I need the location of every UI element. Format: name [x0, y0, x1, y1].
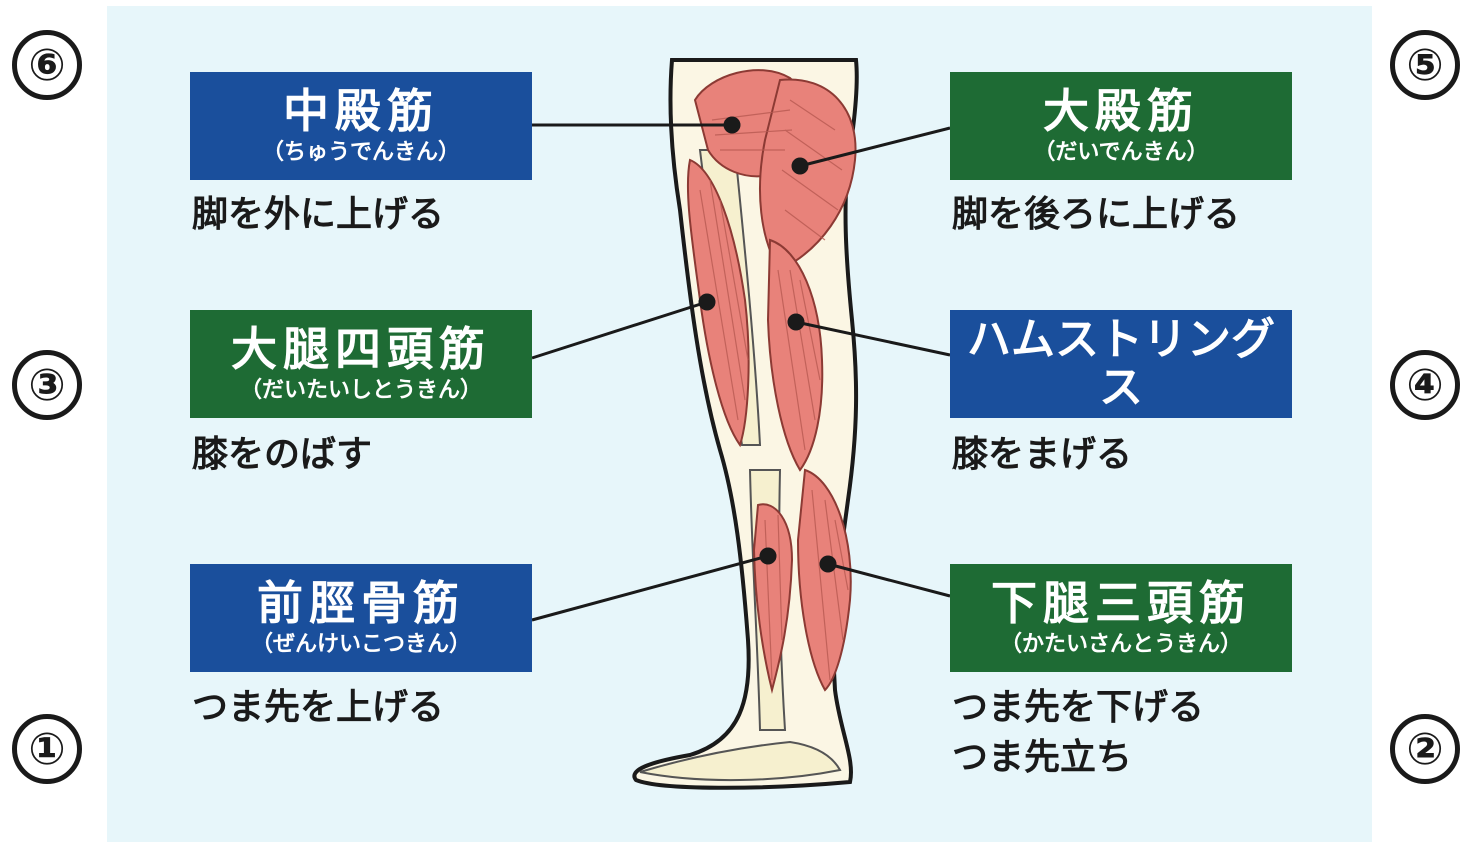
muscle-reading: （かたいさんとうきん） [1000, 632, 1242, 658]
number-5: ⑤ [1390, 30, 1460, 100]
leader-quadriceps [532, 302, 707, 358]
muscle-reading: （ちゅうでんきん） [262, 140, 460, 166]
muscle-name: 下腿三頭筋 [991, 578, 1251, 629]
number-4: ④ [1390, 350, 1460, 420]
function-quadriceps: 膝をのばす [192, 430, 372, 480]
label-gluteus-maximus: 大殿筋 （だいでんきん） [950, 72, 1292, 180]
muscle-name: 中殿筋 [283, 86, 439, 137]
function-tibialis-anterior: つま先を上げる [192, 683, 444, 733]
muscle-name: 大殿筋 [1043, 86, 1199, 137]
number-6: ⑥ [12, 30, 82, 100]
muscle-reading: （だいたいしとうきん） [240, 378, 482, 404]
label-calf: 下腿三頭筋 （かたいさんとうきん） [950, 564, 1292, 672]
label-hamstrings: ハムストリングス [950, 310, 1292, 418]
function-gluteus-medius: 脚を外に上げる [192, 190, 444, 240]
function-gluteus-maximus: 脚を後ろに上げる [952, 190, 1240, 240]
number-2: ② [1390, 714, 1460, 784]
muscle-name: 前脛骨筋 [257, 578, 465, 629]
label-gluteus-medius: 中殿筋 （ちゅうでんきん） [190, 72, 532, 180]
muscle-reading: （ぜんけいこつきん） [251, 632, 471, 658]
muscle-name: 大腿四頭筋 [231, 324, 491, 375]
muscle-reading: （だいでんきん） [1033, 140, 1208, 166]
function-calf: つま先を下げる [952, 683, 1204, 733]
function-hamstrings: 膝をまげる [952, 430, 1132, 480]
label-quadriceps: 大腿四頭筋 （だいたいしとうきん） [190, 310, 532, 418]
muscle-name: ハムストリングス [950, 316, 1292, 413]
number-3: ③ [12, 350, 82, 420]
leader-tibialis-anterior [532, 556, 768, 620]
label-tibialis-anterior: 前脛骨筋 （ぜんけいこつきん） [190, 564, 532, 672]
number-1: ① [12, 714, 82, 784]
function-calf-2: つま先立ち [952, 733, 1132, 783]
